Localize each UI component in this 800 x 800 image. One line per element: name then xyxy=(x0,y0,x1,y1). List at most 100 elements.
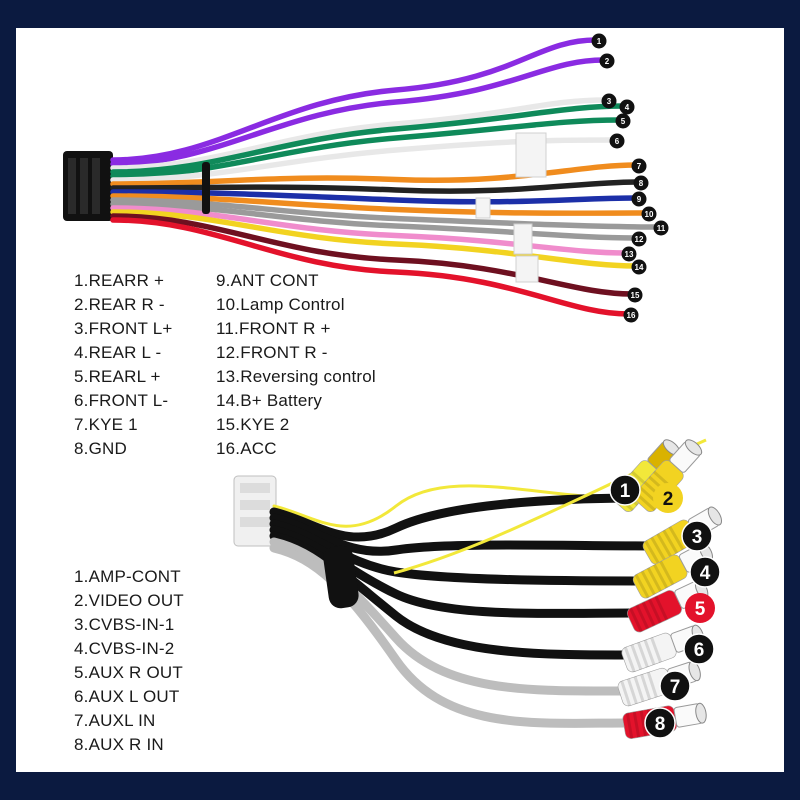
wire-number-badge-10: 10 xyxy=(641,206,657,222)
svg-text:16: 16 xyxy=(627,311,636,320)
harness-wire-6 xyxy=(110,137,617,183)
svg-text:5: 5 xyxy=(695,599,706,620)
rca-legend-item-2: 2.VIDEO OUT xyxy=(74,591,184,610)
harness-legend-item-7: 7.KYE 1 xyxy=(74,415,138,434)
harness-legend-item-3: 11.FRONT R + xyxy=(216,319,331,338)
wire-number-badge-7: 7 xyxy=(631,158,647,174)
wire-label-tag xyxy=(515,255,539,283)
rca-legend-item-1: 1.AMP-CONT xyxy=(74,567,181,586)
rca-legend-item-8: 8.AUX R IN xyxy=(74,735,164,754)
svg-text:3: 3 xyxy=(607,97,612,106)
harness-wire-3 xyxy=(110,97,609,171)
harness-wire-5 xyxy=(110,117,623,179)
wire-number-badge-1: 1 xyxy=(591,33,607,49)
rca-cable-8 xyxy=(269,543,631,728)
svg-text:7: 7 xyxy=(637,162,642,171)
svg-text:4: 4 xyxy=(625,103,630,112)
svg-text:6: 6 xyxy=(615,137,620,146)
harness-legend-item-6: 14.B+ Battery xyxy=(216,391,323,410)
harness-wire-2 xyxy=(110,57,607,167)
harness-legend-item-5: 5.REARL + xyxy=(74,367,161,386)
wire-number-badge-2: 2 xyxy=(599,53,615,69)
rca-number-badge-8: 8 xyxy=(644,707,676,739)
harness-wire-9 xyxy=(110,189,639,205)
svg-text:7: 7 xyxy=(670,677,681,698)
svg-text:1: 1 xyxy=(620,481,631,502)
svg-text:11: 11 xyxy=(657,224,666,233)
wire-label-tag xyxy=(475,197,491,219)
wire-number-badge-4: 4 xyxy=(619,99,635,115)
svg-text:10: 10 xyxy=(645,210,654,219)
harness-wire-10 xyxy=(110,193,649,216)
wire-number-badge-15: 15 xyxy=(627,287,643,303)
harness-legend-item-8: 16.ACC xyxy=(216,439,277,458)
rca-legend-item-5: 5.AUX R OUT xyxy=(74,663,183,682)
svg-text:2: 2 xyxy=(663,489,674,510)
svg-text:6: 6 xyxy=(694,640,705,661)
wire-number-badge-11: 11 xyxy=(653,220,669,236)
wire-number-badge-16: 16 xyxy=(623,307,639,323)
cable-tie xyxy=(202,162,210,214)
rca-number-badge-6: 6 xyxy=(683,633,715,665)
wire-number-badge-6: 6 xyxy=(609,133,625,149)
rca-cable-2 xyxy=(269,493,649,542)
rca-cable-1 xyxy=(272,484,628,528)
svg-text:8: 8 xyxy=(639,179,644,188)
rca-number-badge-2: 2 xyxy=(653,483,683,513)
rca-cable-3 xyxy=(269,513,661,556)
harness-wire-1 xyxy=(110,37,599,163)
harness-legend-item-4: 12.FRONT R - xyxy=(216,343,328,362)
rca-plug-2 xyxy=(633,439,703,512)
harness-legend-item-7: 15.KYE 2 xyxy=(216,415,290,434)
harness-legend-item-8: 8.GND xyxy=(74,439,127,458)
harness-legend-item-2: 2.REAR R - xyxy=(74,295,165,314)
wire-label-tag xyxy=(513,223,533,255)
cable-sleeve xyxy=(323,545,359,609)
wire-number-badge-3: 3 xyxy=(601,93,617,109)
rca-legend-item-7: 7.AUXL IN xyxy=(74,711,156,730)
harness-legend-item-1: 1.REARR + xyxy=(74,271,165,290)
harness-wire-14 xyxy=(110,209,639,269)
harness-legend-left: 1.REARR + 2.REAR R - 3.FRONT L+ 4.REAR L - 5… xyxy=(74,269,173,461)
harness-wire-13 xyxy=(110,205,629,256)
rca-legend-item-3: 3.CVBS-IN-1 xyxy=(74,615,175,634)
wire-number-badge-14: 14 xyxy=(631,259,647,275)
wire-number-badge-9: 9 xyxy=(631,191,647,207)
rca-cable-6 xyxy=(269,531,641,660)
harness-legend-item-4: 4.REAR L - xyxy=(74,343,162,362)
rca-number-badge-3: 3 xyxy=(681,520,713,552)
svg-text:15: 15 xyxy=(631,291,640,300)
harness-legend-item-1: 9.ANT CONT xyxy=(216,271,319,290)
wire-label-tag xyxy=(515,132,547,178)
svg-text:13: 13 xyxy=(625,250,634,259)
harness-legend-item-5: 13.Reversing control xyxy=(216,367,376,386)
rca-number-badge-1: 1 xyxy=(609,474,641,506)
svg-text:12: 12 xyxy=(635,235,644,244)
wire-number-badge-8: 8 xyxy=(633,175,649,191)
rca-cable-5 xyxy=(269,525,641,618)
rca-cable-4 xyxy=(269,519,651,586)
rca-legend-item-4: 4.CVBS-IN-2 xyxy=(74,639,175,658)
svg-text:9: 9 xyxy=(637,195,642,204)
rca-number-badge-4: 4 xyxy=(689,556,721,588)
harness-legend-item-2: 10.Lamp Control xyxy=(216,295,345,314)
harness-wire-12 xyxy=(110,201,639,241)
harness-wire-11 xyxy=(110,197,661,230)
svg-text:14: 14 xyxy=(635,263,644,272)
harness-legend-item-6: 6.FRONT L- xyxy=(74,391,169,410)
harness-wire-7 xyxy=(110,162,639,187)
harness-wire-15 xyxy=(110,213,635,297)
wire-number-badge-13: 13 xyxy=(621,246,637,262)
harness-legend-item-3: 3.FRONT L+ xyxy=(74,319,173,338)
harness-wire-8 xyxy=(110,179,641,194)
harness-wire-16 xyxy=(110,217,631,317)
svg-text:3: 3 xyxy=(692,527,703,548)
harness-legend-right: 9.ANT CONT 10.Lamp Control 11.FRONT R + 12.… xyxy=(216,269,376,461)
rca-legend: 1.AMP-CONT 2.VIDEO OUT 3.CVBS-IN-1 4.CVBS-I… xyxy=(74,565,184,757)
wire-number-badge-5: 5 xyxy=(615,113,631,129)
rca-legend-item-6: 6.AUX L OUT xyxy=(74,687,180,706)
rca-number-badge-7: 7 xyxy=(659,670,691,702)
